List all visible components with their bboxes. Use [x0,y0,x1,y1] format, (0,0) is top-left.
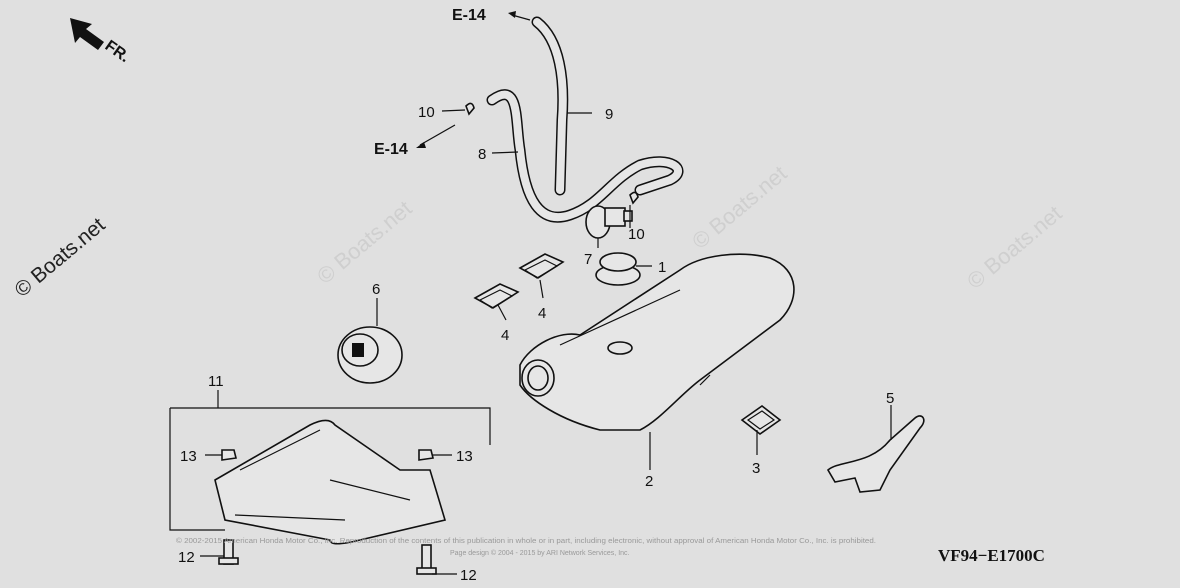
tank-cushion-3 [740,405,782,435]
reference-e14-left[interactable]: E-14 [374,141,408,158]
callout-11[interactable]: 11 [208,373,224,390]
callout-13[interactable]: 13 [180,448,197,465]
tank-cushion-4 [473,283,520,309]
callout-13[interactable]: 13 [456,448,473,465]
fuel-tube-8 [486,89,684,223]
hose-clip-10 [629,191,639,205]
faint-watermark: © Boats.net [687,161,791,254]
boats-net-watermark: © Boats.net [10,213,109,301]
callout-4[interactable]: 4 [538,305,546,322]
tank-bracket-5 [826,415,925,493]
nut-13 [418,449,434,461]
callout-8[interactable]: 8 [478,146,486,163]
callout-9[interactable]: 9 [605,106,613,123]
copyright-notice: © 2002-2015 American Honda Motor Co., In… [176,537,876,545]
page-design-notice: Page design © 2004 - 2015 by ARI Network… [450,549,630,557]
faint-watermark: © Boats.net [962,201,1066,294]
faint-watermark: © Boats.net [312,196,416,289]
callout-12[interactable]: 12 [460,567,477,584]
callout-2[interactable]: 2 [645,473,653,490]
hose-clip-10 [465,102,475,116]
front-direction-arrow-icon: FR. [70,18,133,66]
bolt-12 [218,539,239,565]
fuel-cap-6 [337,326,403,384]
diagram-code: VF94−E1700C [938,546,1045,565]
tank-tray-11 [169,407,491,545]
callout-12[interactable]: 12 [178,549,195,566]
callout-10[interactable]: 10 [628,226,645,243]
callout-3[interactable]: 3 [752,460,760,477]
callout-1[interactable]: 1 [658,259,666,276]
leader-lines [200,11,892,575]
callout-6[interactable]: 6 [372,281,380,298]
callout-4[interactable]: 4 [501,327,509,344]
callout-5[interactable]: 5 [886,390,894,407]
callout-10[interactable]: 10 [418,104,435,121]
fuel-tank-2 [519,253,795,431]
callout-7[interactable]: 7 [584,251,592,268]
grommet-1 [595,252,641,286]
bolt-12 [416,544,437,575]
reference-e14-top[interactable]: E-14 [452,7,486,24]
front-label: FR. [102,37,133,66]
fuel-joint-7 [585,205,633,239]
fuel-tube-9 [531,16,569,196]
tank-cushion-4 [518,253,565,279]
nut-13 [221,449,237,461]
